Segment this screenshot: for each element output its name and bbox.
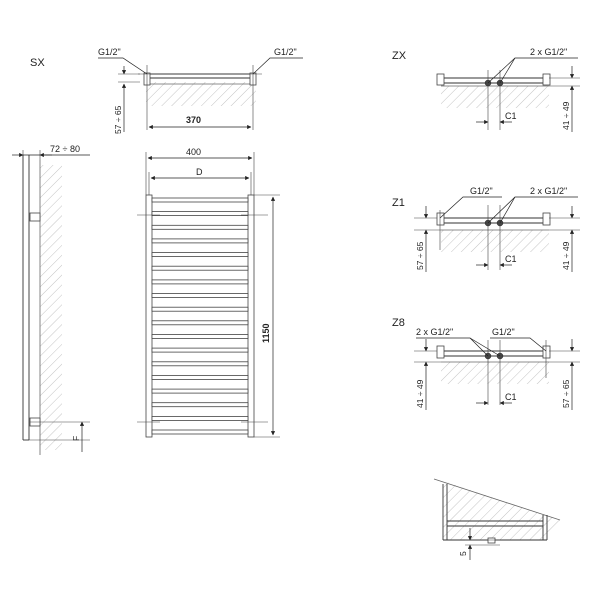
- z8-leader-right: [490, 337, 547, 352]
- front-rung: [151, 293, 249, 298]
- z8-view-label: Z8: [392, 317, 405, 329]
- zx-view-label: ZX: [392, 50, 407, 62]
- front-rung: [151, 374, 249, 380]
- front-rungs: [151, 197, 249, 435]
- z1-dim-c1: C1: [505, 254, 517, 264]
- front-rung: [151, 429, 249, 435]
- zx-connection: 2 x G1/2": [530, 47, 567, 57]
- front-dim-1150: 1150: [261, 323, 271, 343]
- side-dim-72-80: 72 ÷ 80: [50, 144, 80, 154]
- zx-wall-hatch: [441, 86, 549, 108]
- z1-wall-hatch: [441, 230, 549, 252]
- detail-dim-5: 5: [458, 551, 468, 556]
- z1-leader-left: [439, 196, 502, 219]
- sx-wall-hatch: [146, 82, 256, 106]
- z1-leader-b: [499, 196, 516, 224]
- z1-dim-41-49: 41 ÷ 49: [561, 241, 571, 270]
- sx-connection-left: G1/2": [98, 47, 121, 57]
- z8-dim-57-65: 57 ÷ 65: [561, 379, 571, 408]
- front-rung: [151, 211, 249, 217]
- sx-leader-left: [98, 57, 148, 75]
- sx-top-view: SX G1/2" G1/2" 370 57 ÷ 65: [30, 47, 303, 134]
- zx-dim-c1: C1: [505, 111, 517, 121]
- front-dim-400: 400: [186, 147, 201, 157]
- floor-detail: 5: [433, 478, 561, 560]
- z1-endcap-right: [542, 212, 551, 226]
- front-rung: [151, 415, 249, 421]
- zx-leader-a: [487, 57, 578, 84]
- detail-valve: [487, 537, 496, 544]
- front-rung: [151, 197, 249, 203]
- front-rung: [151, 306, 249, 312]
- z8-wall-hatch: [441, 362, 549, 384]
- front-rung: [151, 402, 249, 408]
- front-rung: [151, 252, 249, 258]
- side-view: 72 ÷ 80 F: [12, 144, 90, 455]
- zx-endcap-left: [436, 73, 445, 86]
- front-dim-d: D: [196, 167, 203, 177]
- front-rung: [151, 238, 249, 244]
- front-rung: [151, 320, 249, 326]
- front-rung: [151, 265, 249, 271]
- front-rung: [151, 334, 249, 339]
- z8-connection-left: 2 x G1/2": [416, 327, 453, 337]
- sx-dim-370: 370: [186, 115, 201, 125]
- sx-view-label: SX: [30, 57, 45, 69]
- z8-valve-right: [542, 345, 551, 359]
- z1-leader-a: [487, 196, 578, 224]
- front-view: 400 D 1150: [137, 147, 280, 438]
- z8-endcap-left: [436, 345, 445, 359]
- front-rung: [151, 279, 249, 285]
- front-rail-left: [145, 194, 153, 438]
- zx-dim-41-49: 41 ÷ 49: [561, 101, 571, 130]
- z8-view: Z8 2 x G1/2" G1/2" C1 41 ÷ 49 57 ÷ 65: [392, 317, 580, 410]
- front-rung: [151, 361, 249, 367]
- z1-connection-right: 2 x G1/2": [530, 186, 567, 196]
- z8-dim-41-49: 41 ÷ 49: [415, 379, 425, 408]
- front-rung: [151, 388, 249, 394]
- z8-connection-right: G1/2": [492, 327, 515, 337]
- front-rung: [151, 347, 249, 353]
- sx-dim-57-65: 57 ÷ 65: [113, 105, 123, 134]
- zx-view: ZX 2 x G1/2" C1 41 ÷ 49: [392, 47, 580, 132]
- side-dim-f: F: [71, 436, 81, 441]
- side-bracket-top: [29, 212, 41, 222]
- side-wall-hatch: [40, 165, 62, 450]
- z8-leader-a: [416, 337, 489, 357]
- front-rail-right: [247, 194, 255, 438]
- z1-dim-57-65: 57 ÷ 65: [415, 241, 425, 270]
- z8-dim-c1: C1: [505, 392, 517, 402]
- detail-hatch: [443, 481, 560, 540]
- z1-view: Z1 G1/2" 2 x G1/2" C1 57 ÷ 65 41 ÷ 49: [392, 186, 580, 272]
- sx-leader-right: [252, 57, 303, 75]
- zx-endcap-right: [542, 73, 551, 86]
- z1-view-label: Z1: [392, 197, 405, 209]
- z8-leader-b: [469, 337, 501, 357]
- front-rung: [151, 224, 249, 230]
- z1-connection-left: G1/2": [470, 186, 493, 196]
- detail-slope-line: [433, 478, 561, 521]
- zx-leader-b: [499, 57, 516, 84]
- sx-connection-right: G1/2": [274, 47, 297, 57]
- z1-valve-left: [436, 212, 445, 226]
